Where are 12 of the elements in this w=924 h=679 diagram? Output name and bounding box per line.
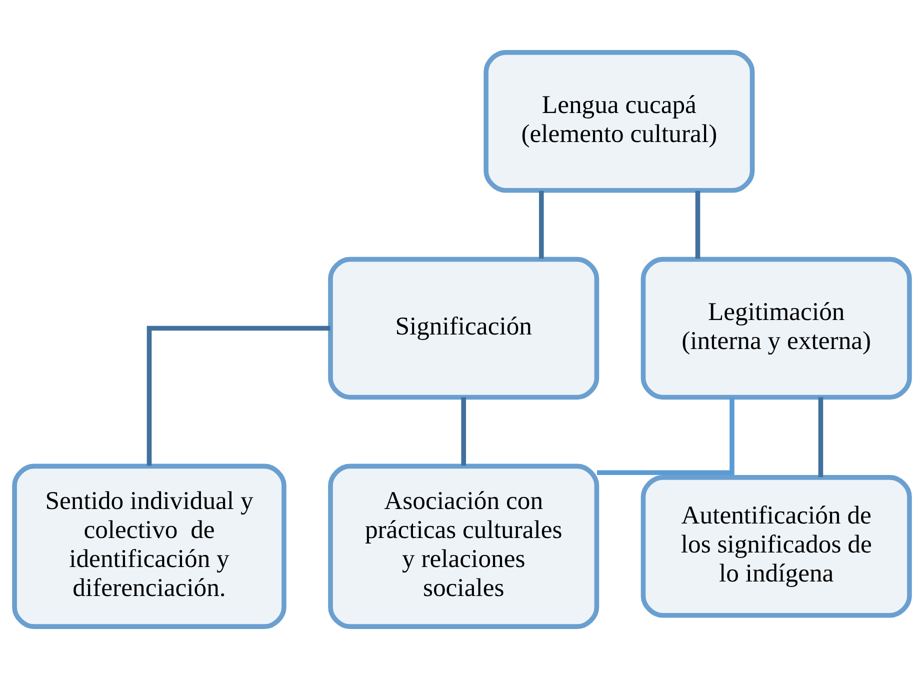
connector — [818, 397, 824, 478]
connector — [597, 397, 734, 476]
node-box: Autentificación de los significados de lo indígena — [640, 475, 912, 618]
node-box: Legitimación (interna y externa) — [640, 256, 912, 400]
connector — [146, 326, 330, 466]
connector — [538, 190, 544, 259]
connector — [695, 190, 700, 259]
connector — [461, 397, 466, 466]
node-box: Sentido individual y colectivo de identificación y diferenciación. — [12, 464, 286, 629]
node-box: Significación — [328, 256, 600, 400]
node-box: Lengua cucapá (elemento cultural) — [484, 50, 755, 193]
node-box: Asociación con prácticas culturales y relaciones sociales — [328, 464, 600, 629]
